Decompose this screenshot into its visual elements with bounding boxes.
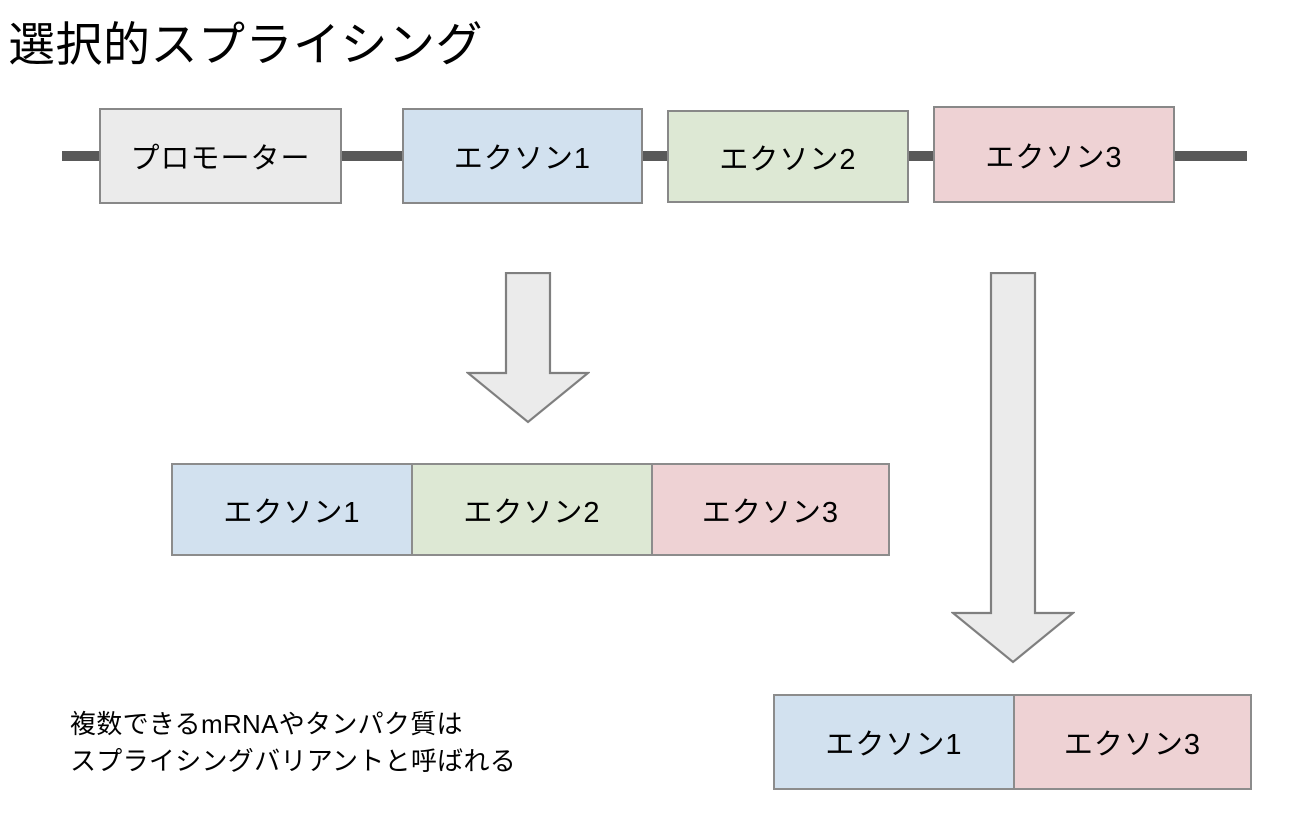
- transcript-skipped[interactable]: エクソン1 エクソン3: [773, 694, 1252, 790]
- backbone-segment-intron2: [637, 151, 672, 161]
- down-arrow-left: [466, 272, 590, 424]
- gene-feature-label: エクソン3: [985, 141, 1123, 174]
- backbone-segment-intron1: [336, 151, 408, 161]
- gene-feature-label: プロモーター: [130, 143, 311, 175]
- backbone-segment-right: [1169, 151, 1247, 161]
- transcript-segment-label: エクソン1: [825, 729, 963, 761]
- transcript-segment-label: エクソン2: [463, 496, 601, 529]
- transcript-segment-exon1[interactable]: エクソン1: [173, 465, 413, 554]
- gene-feature-promoter[interactable]: プロモーター: [99, 108, 342, 204]
- gene-feature-exon1[interactable]: エクソン1: [402, 108, 643, 204]
- page-title: 選択的スプライシング: [8, 18, 483, 71]
- transcript-segment-exon3[interactable]: エクソン3: [653, 465, 888, 554]
- transcript-segment-label: エクソン3: [701, 496, 840, 529]
- caption-line-2: スプライシングバリアントと呼ばれる: [70, 745, 517, 776]
- transcript-segment-exon2[interactable]: エクソン2: [413, 465, 653, 554]
- gene-feature-exon2[interactable]: エクソン2: [667, 110, 909, 203]
- down-arrow-right: [951, 272, 1075, 664]
- caption-block: 複数できるmRNAやタンパク質は スプライシングバリアントと呼ばれる: [70, 706, 516, 780]
- gene-feature-label: エクソン2: [719, 143, 857, 176]
- transcript-segment-exon1[interactable]: エクソン1: [775, 696, 1015, 788]
- caption-line-1: 複数できるmRNAやタンパク質は: [70, 709, 463, 739]
- backbone-segment-intron3: [903, 151, 938, 161]
- gene-feature-exon3[interactable]: エクソン3: [933, 106, 1175, 203]
- transcript-full[interactable]: エクソン1 エクソン2 エクソン3: [171, 463, 890, 556]
- transcript-segment-label: エクソン3: [1063, 729, 1202, 761]
- backbone-segment-left: [62, 151, 104, 161]
- transcript-segment-exon3[interactable]: エクソン3: [1015, 696, 1250, 788]
- gene-feature-label: エクソン1: [453, 143, 592, 175]
- transcript-segment-label: エクソン1: [223, 496, 361, 529]
